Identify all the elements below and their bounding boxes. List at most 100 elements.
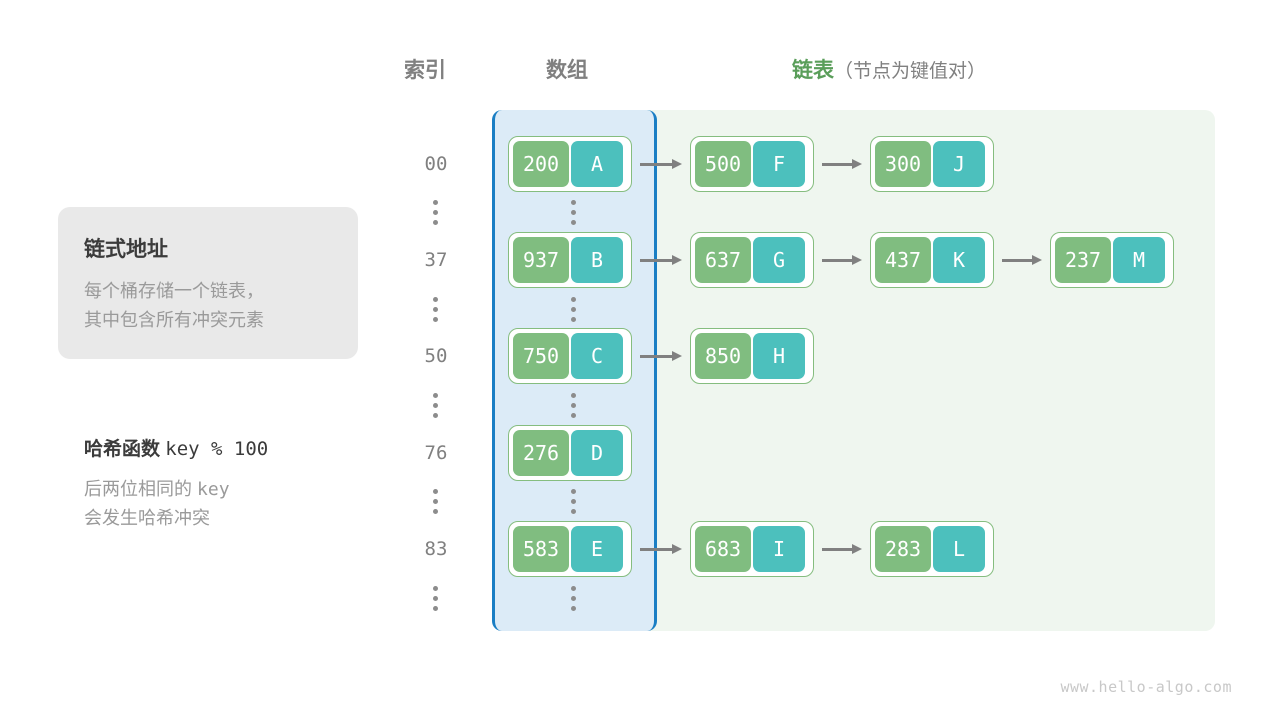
node-key: 437 xyxy=(875,237,931,283)
hash-function-expression: key % 100 xyxy=(165,438,269,460)
hash-function-label: 哈希函数 xyxy=(84,439,161,460)
node-value: B xyxy=(571,237,623,283)
node-value: I xyxy=(753,526,805,572)
hash-desc-key-token: key xyxy=(197,479,230,500)
arrow-head-icon xyxy=(852,255,862,265)
node-value: F xyxy=(753,141,805,187)
node-value: J xyxy=(933,141,985,187)
next-pointer-arrow xyxy=(822,159,862,169)
arrow-shaft xyxy=(640,162,673,166)
next-pointer-arrow xyxy=(640,255,682,265)
index-ellipsis-0 xyxy=(433,200,439,225)
node-key: 237 xyxy=(1055,237,1111,283)
hash-function-description: 后两位相同的 key 会发生哈希冲突 xyxy=(84,475,404,533)
info-card-description: 每个桶存储一个链表， 其中包含所有冲突元素 xyxy=(84,277,358,335)
next-pointer-arrow xyxy=(640,544,682,554)
arrow-shaft xyxy=(640,547,673,551)
arrow-head-icon xyxy=(1032,255,1042,265)
node-value: H xyxy=(753,333,805,379)
next-pointer-arrow xyxy=(822,255,862,265)
arrow-shaft xyxy=(822,547,853,551)
index-label-76: 76 xyxy=(424,442,448,464)
node-value: G xyxy=(753,237,805,283)
header-linked-list-sub: （节点为键值对） xyxy=(834,61,987,82)
watermark: www.hello-algo.com xyxy=(1060,678,1232,696)
arrow-head-icon xyxy=(672,159,682,169)
hash-function-title: 哈希函数 key % 100 xyxy=(84,434,404,461)
hash-function-block: 哈希函数 key % 100 后两位相同的 key 会发生哈希冲突 xyxy=(84,434,404,533)
node-key: 283 xyxy=(875,526,931,572)
header-index: 索引 xyxy=(404,59,446,82)
next-pointer-arrow xyxy=(1002,255,1042,265)
info-card: 链式地址 每个桶存储一个链表， 其中包含所有冲突元素 xyxy=(58,207,358,359)
node-value: M xyxy=(1113,237,1165,283)
node-key: 637 xyxy=(695,237,751,283)
arrow-head-icon xyxy=(852,159,862,169)
index-label-50: 50 xyxy=(424,345,448,367)
info-card-desc-line-2: 其中包含所有冲突元素 xyxy=(84,310,264,331)
arrow-shaft xyxy=(640,354,673,358)
index-label-83: 83 xyxy=(424,538,448,560)
next-pointer-arrow xyxy=(640,351,682,361)
arrow-head-icon xyxy=(852,544,862,554)
info-card-title: 链式地址 xyxy=(84,238,168,261)
node-key: 937 xyxy=(513,237,569,283)
node-key: 276 xyxy=(513,430,569,476)
header-linked-list-main: 链表 xyxy=(792,59,834,82)
info-card-desc-line-1: 每个桶存储一个链表， xyxy=(84,281,264,301)
next-pointer-arrow xyxy=(822,544,862,554)
node-key: 750 xyxy=(513,333,569,379)
arrow-shaft xyxy=(822,258,853,262)
node-value: C xyxy=(571,333,623,379)
node-key: 500 xyxy=(695,141,751,187)
array-ellipsis-4 xyxy=(571,586,577,611)
index-ellipsis-2 xyxy=(433,393,439,418)
index-ellipsis-1 xyxy=(433,297,439,322)
hash-desc-line-1: 后两位相同的 key xyxy=(84,475,404,504)
node-value: E xyxy=(571,526,623,572)
next-pointer-arrow xyxy=(640,159,682,169)
arrow-shaft xyxy=(822,162,853,166)
arrow-head-icon xyxy=(672,351,682,361)
node-key: 300 xyxy=(875,141,931,187)
index-label-37: 37 xyxy=(424,249,448,271)
array-ellipsis-1 xyxy=(571,297,577,322)
array-ellipsis-0 xyxy=(571,200,577,225)
node-key: 850 xyxy=(695,333,751,379)
arrow-shaft xyxy=(640,258,673,262)
node-value: A xyxy=(571,141,623,187)
index-label-00: 00 xyxy=(424,153,448,175)
node-key: 683 xyxy=(695,526,751,572)
hash-desc-line-1-text: 后两位相同的 xyxy=(84,479,198,499)
header-linked-list: 链表（节点为键值对） xyxy=(792,54,986,84)
arrow-head-icon xyxy=(672,544,682,554)
hash-desc-line-2: 会发生哈希冲突 xyxy=(84,508,210,529)
index-ellipsis-4 xyxy=(433,586,439,611)
array-ellipsis-3 xyxy=(571,489,577,514)
header-array: 数组 xyxy=(546,59,588,82)
node-value: D xyxy=(571,430,623,476)
node-key: 200 xyxy=(513,141,569,187)
arrow-shaft xyxy=(1002,258,1033,262)
array-ellipsis-2 xyxy=(571,393,577,418)
node-key: 583 xyxy=(513,526,569,572)
